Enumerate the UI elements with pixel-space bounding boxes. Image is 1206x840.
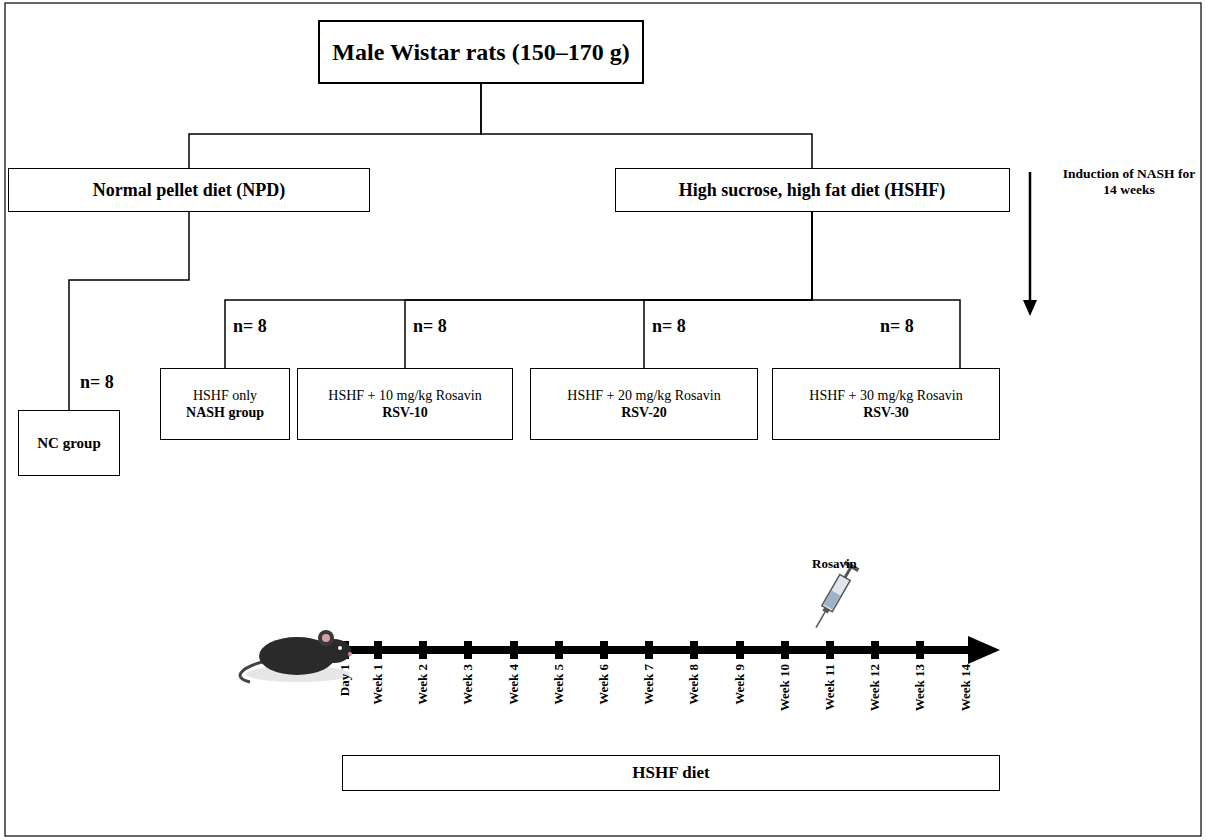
node-text: High sucrose, high fat diet (HSHF) [679, 179, 946, 202]
group-box: HSHF + 30 mg/kg RosavinRSV-30 [772, 368, 1000, 440]
process-box: Normal pellet diet (NPD) [8, 168, 370, 212]
timeline-tick-label: Week 10 [777, 664, 793, 711]
tree-connector [644, 212, 812, 368]
group-box: HSHF + 10 mg/kg RosavinRSV-10 [297, 368, 513, 440]
group-box: NC group [18, 410, 120, 476]
node-text: RSV-10 [382, 404, 428, 422]
node-text: HSHF + 30 mg/kg Rosavin [809, 387, 962, 405]
process-box: Male Wistar rats (150–170 g) [318, 20, 644, 84]
group-size: n= 8 [880, 316, 914, 338]
timeline-tick-label: Week 9 [731, 664, 747, 705]
node-text: HSHF + 20 mg/kg Rosavin [567, 387, 720, 405]
timeline-bar: HSHF diet [342, 755, 1000, 791]
timeline-tick-label: Week 11 [822, 664, 838, 711]
timeline-axis [340, 636, 1000, 664]
tree-connector [405, 212, 812, 368]
group-size: n= 8 [413, 316, 447, 338]
figure-border [5, 3, 1201, 836]
induction-arrow [1023, 172, 1037, 316]
timeline-tick-label: Week 5 [551, 664, 567, 705]
syringe-icon [809, 560, 859, 631]
timeline-tick-label: Week 1 [370, 664, 386, 705]
node-text: NC group [37, 434, 101, 453]
group-box: HSHF onlyNASH group [160, 368, 290, 440]
tree-connector [189, 84, 481, 168]
note-text: Induction of NASH for 14 weeks [1060, 166, 1198, 198]
rat-illustration [240, 630, 352, 682]
group-size: n= 8 [652, 316, 686, 338]
treatment-label: Rosavin [812, 556, 857, 572]
group-size: n= 8 [80, 372, 114, 394]
timeline-tick-label: Week 2 [415, 664, 431, 705]
node-text: Male Wistar rats (150–170 g) [332, 37, 629, 67]
timeline-tick-label: Week 7 [641, 664, 657, 705]
timeline-tick-label: Week 3 [460, 664, 476, 705]
tree-connector [812, 212, 960, 368]
node-text: RSV-30 [863, 404, 909, 422]
timeline-tick-label: Week 12 [868, 664, 884, 711]
timeline-tick-label: Week 8 [686, 664, 702, 705]
node-text: RSV-20 [621, 404, 667, 422]
timeline-tick-label: Week 6 [596, 664, 612, 705]
timeline-tick-label: Week 13 [913, 664, 929, 711]
node-text: HSHF + 10 mg/kg Rosavin [328, 387, 481, 405]
timeline-tick-label: Week 14 [958, 664, 974, 711]
node-text: Normal pellet diet (NPD) [93, 179, 285, 202]
timeline-tick-label: Day 1 [337, 664, 353, 696]
group-box: HSHF + 20 mg/kg RosavinRSV-20 [530, 368, 758, 440]
node-text: NASH group [186, 404, 264, 422]
timeline-tick-label: Week 4 [505, 664, 521, 705]
group-size: n= 8 [233, 316, 267, 338]
tree-connector [481, 84, 812, 168]
tree-connector [225, 212, 812, 368]
node-text: HSHF only [193, 387, 257, 405]
process-box: High sucrose, high fat diet (HSHF) [615, 168, 1010, 212]
node-text: HSHF diet [632, 762, 709, 783]
